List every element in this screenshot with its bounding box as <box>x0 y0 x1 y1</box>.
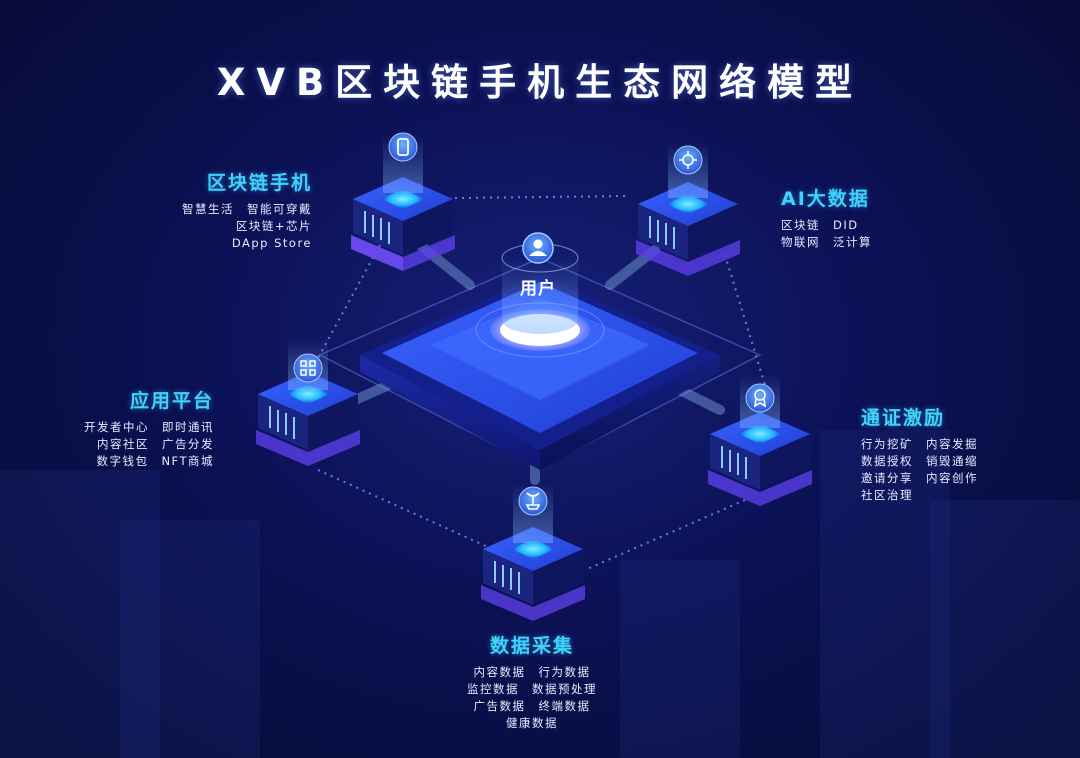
node-detail-line: 内容社区 广告分发 <box>97 437 214 451</box>
phone-icon <box>397 138 409 156</box>
node-detail-line: 监控数据 数据预处理 <box>467 682 597 696</box>
node-detail-line: 区块链+芯片 <box>235 219 312 233</box>
node-detail-line: 内容数据 行为数据 <box>473 665 591 679</box>
node-title: AI大数据 <box>781 188 870 210</box>
connection-token-data <box>584 499 746 571</box>
node-detail-line: 区块链 DID <box>781 218 859 232</box>
antenna-icon <box>525 492 541 510</box>
connection-phone-ai <box>454 195 631 199</box>
chip-icon <box>679 151 697 169</box>
node-detail-line: 智慧生活 智能可穿戴 <box>182 202 312 216</box>
center-user-label: 用户 <box>520 279 556 299</box>
node-label-phone: 区块链手机 智慧生活 智能可穿戴 区块链+芯片 DApp Store <box>182 168 312 252</box>
background-building <box>620 560 740 758</box>
background-building <box>930 500 1080 758</box>
node-title: 应用平台 <box>129 390 214 412</box>
node-label-data: 数据采集 内容数据 行为数据 监控数据 数据预处理 广告数据 终端数据 健康数据 <box>432 631 632 732</box>
connection-app-data <box>317 469 491 549</box>
node-phone <box>351 132 455 271</box>
node-detail-line: 物联网 泛计算 <box>781 235 872 249</box>
medal-icon <box>753 389 767 408</box>
user-icon <box>529 239 547 256</box>
center-platform <box>318 232 762 470</box>
node-title: 数据采集 <box>489 635 574 657</box>
node-detail-line: 邀请分享 内容创作 <box>861 471 978 485</box>
node-detail-line: 广告数据 终端数据 <box>473 699 591 713</box>
node-detail-line: DApp Store <box>231 236 312 250</box>
node-detail-line: 行为挖矿 内容发掘 <box>861 437 978 451</box>
connection-phone-app <box>317 244 381 359</box>
background-building <box>0 470 160 758</box>
background-building <box>120 520 260 758</box>
node-detail-line: 数据授权 销毁通缩 <box>861 454 978 468</box>
node-app <box>256 338 360 466</box>
node-detail-line: 数字钱包 NFT商城 <box>96 454 214 468</box>
grid-icon <box>300 360 316 376</box>
node-label-app: 应用平台 开发者中心 即时通讯 内容社区 广告分发 数字钱包 NFT商城 <box>84 386 214 470</box>
node-label-token: 通证激励 行为挖矿 内容发掘 数据授权 销毁通缩 邀请分享 内容创作 社区治理 <box>861 403 978 504</box>
background-building <box>820 430 950 758</box>
node-data <box>481 483 585 621</box>
connection-lines <box>317 195 766 571</box>
node-detail-line: 健康数据 <box>506 716 558 730</box>
node-detail-line: 开发者中心 即时通讯 <box>84 420 214 434</box>
node-title: 通证激励 <box>861 407 946 429</box>
node-title: 区块链手机 <box>206 172 312 194</box>
node-label-ai: AI大数据 区块链 DID 物联网 泛计算 <box>781 184 872 251</box>
node-detail-line: 社区治理 <box>861 488 913 502</box>
node-ai <box>636 142 740 276</box>
node-token <box>708 374 812 506</box>
page-title: XVB区块链手机生态网络模型 <box>216 61 864 104</box>
connection-ai-token <box>724 254 766 386</box>
